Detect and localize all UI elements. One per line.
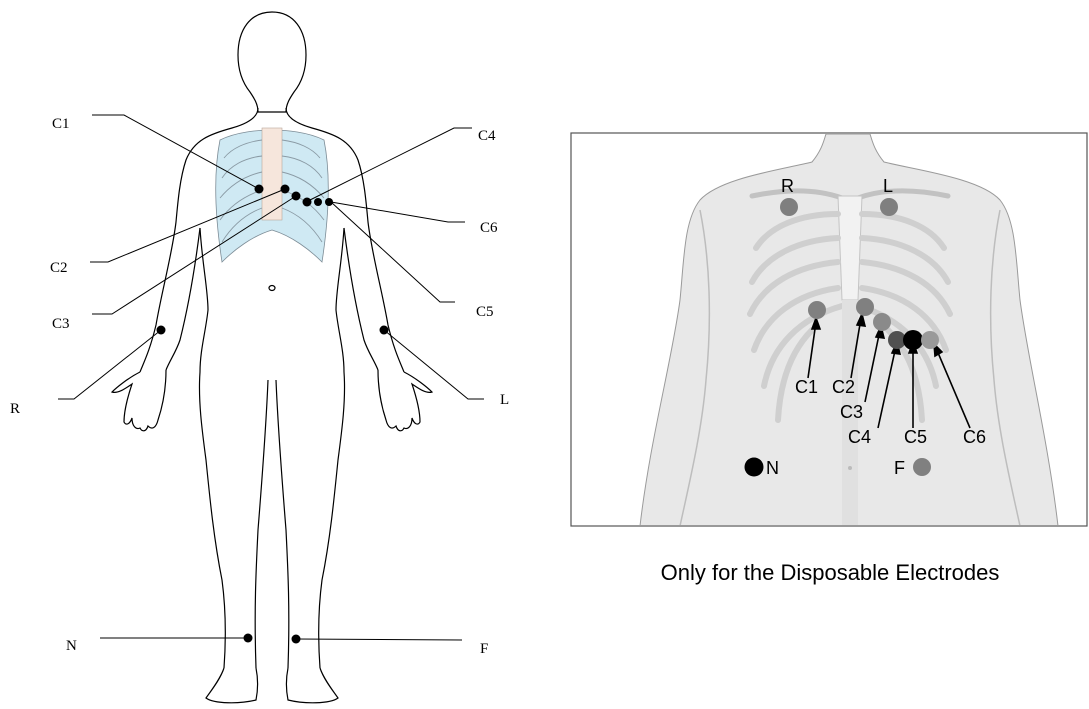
disposable-electrode-c1 (808, 301, 826, 319)
panel-label-c3: C3 (840, 402, 863, 422)
disposable-electrode-c6 (921, 331, 939, 349)
rib-cage (216, 128, 329, 262)
panel-label-l: L (883, 176, 893, 196)
label-n: N (66, 638, 77, 654)
label-c1: C1 (52, 116, 70, 132)
electrode-f (292, 635, 301, 644)
chest-panel (571, 133, 1087, 526)
electrode-c5 (314, 198, 322, 206)
panel-label-c2: C2 (832, 377, 855, 397)
panel-label-f: F (894, 458, 905, 478)
panel-label-c4: C4 (848, 427, 871, 447)
electrode-c6 (325, 198, 333, 206)
panel-label-n: N (766, 458, 779, 478)
label-r: R (10, 401, 20, 417)
label-c4: C4 (478, 128, 496, 144)
label-c3: C3 (52, 316, 70, 332)
electrode-r (157, 326, 166, 335)
label-c2: C2 (50, 260, 68, 276)
panel-label-r: R (781, 176, 794, 196)
panel-label-c6: C6 (963, 427, 986, 447)
electrode-c4 (303, 198, 312, 207)
disposable-electrode-l (880, 198, 898, 216)
disposable-electrode-n (745, 458, 764, 477)
body-figure (112, 12, 432, 703)
disposable-electrode-f (913, 458, 931, 476)
electrode-c3 (292, 192, 301, 201)
label-l: L (500, 392, 509, 408)
disposable-electrode-c5 (903, 330, 923, 350)
electrode-l (380, 326, 389, 335)
electrode-c2 (281, 185, 290, 194)
electrode-n (244, 634, 253, 643)
panel-label-c5: C5 (904, 427, 927, 447)
label-c6: C6 (480, 220, 498, 236)
label-c5: C5 (476, 304, 494, 320)
electrodes-left (157, 185, 389, 644)
disposable-electrode-r (780, 198, 798, 216)
electrode-c1 (255, 185, 264, 194)
label-f: F (480, 641, 488, 657)
panel-caption: Only for the Disposable Electrodes (580, 560, 1080, 586)
disposable-electrode-c2 (856, 298, 874, 316)
panel-label-c1: C1 (795, 377, 818, 397)
disposable-electrode-c3 (873, 313, 891, 331)
